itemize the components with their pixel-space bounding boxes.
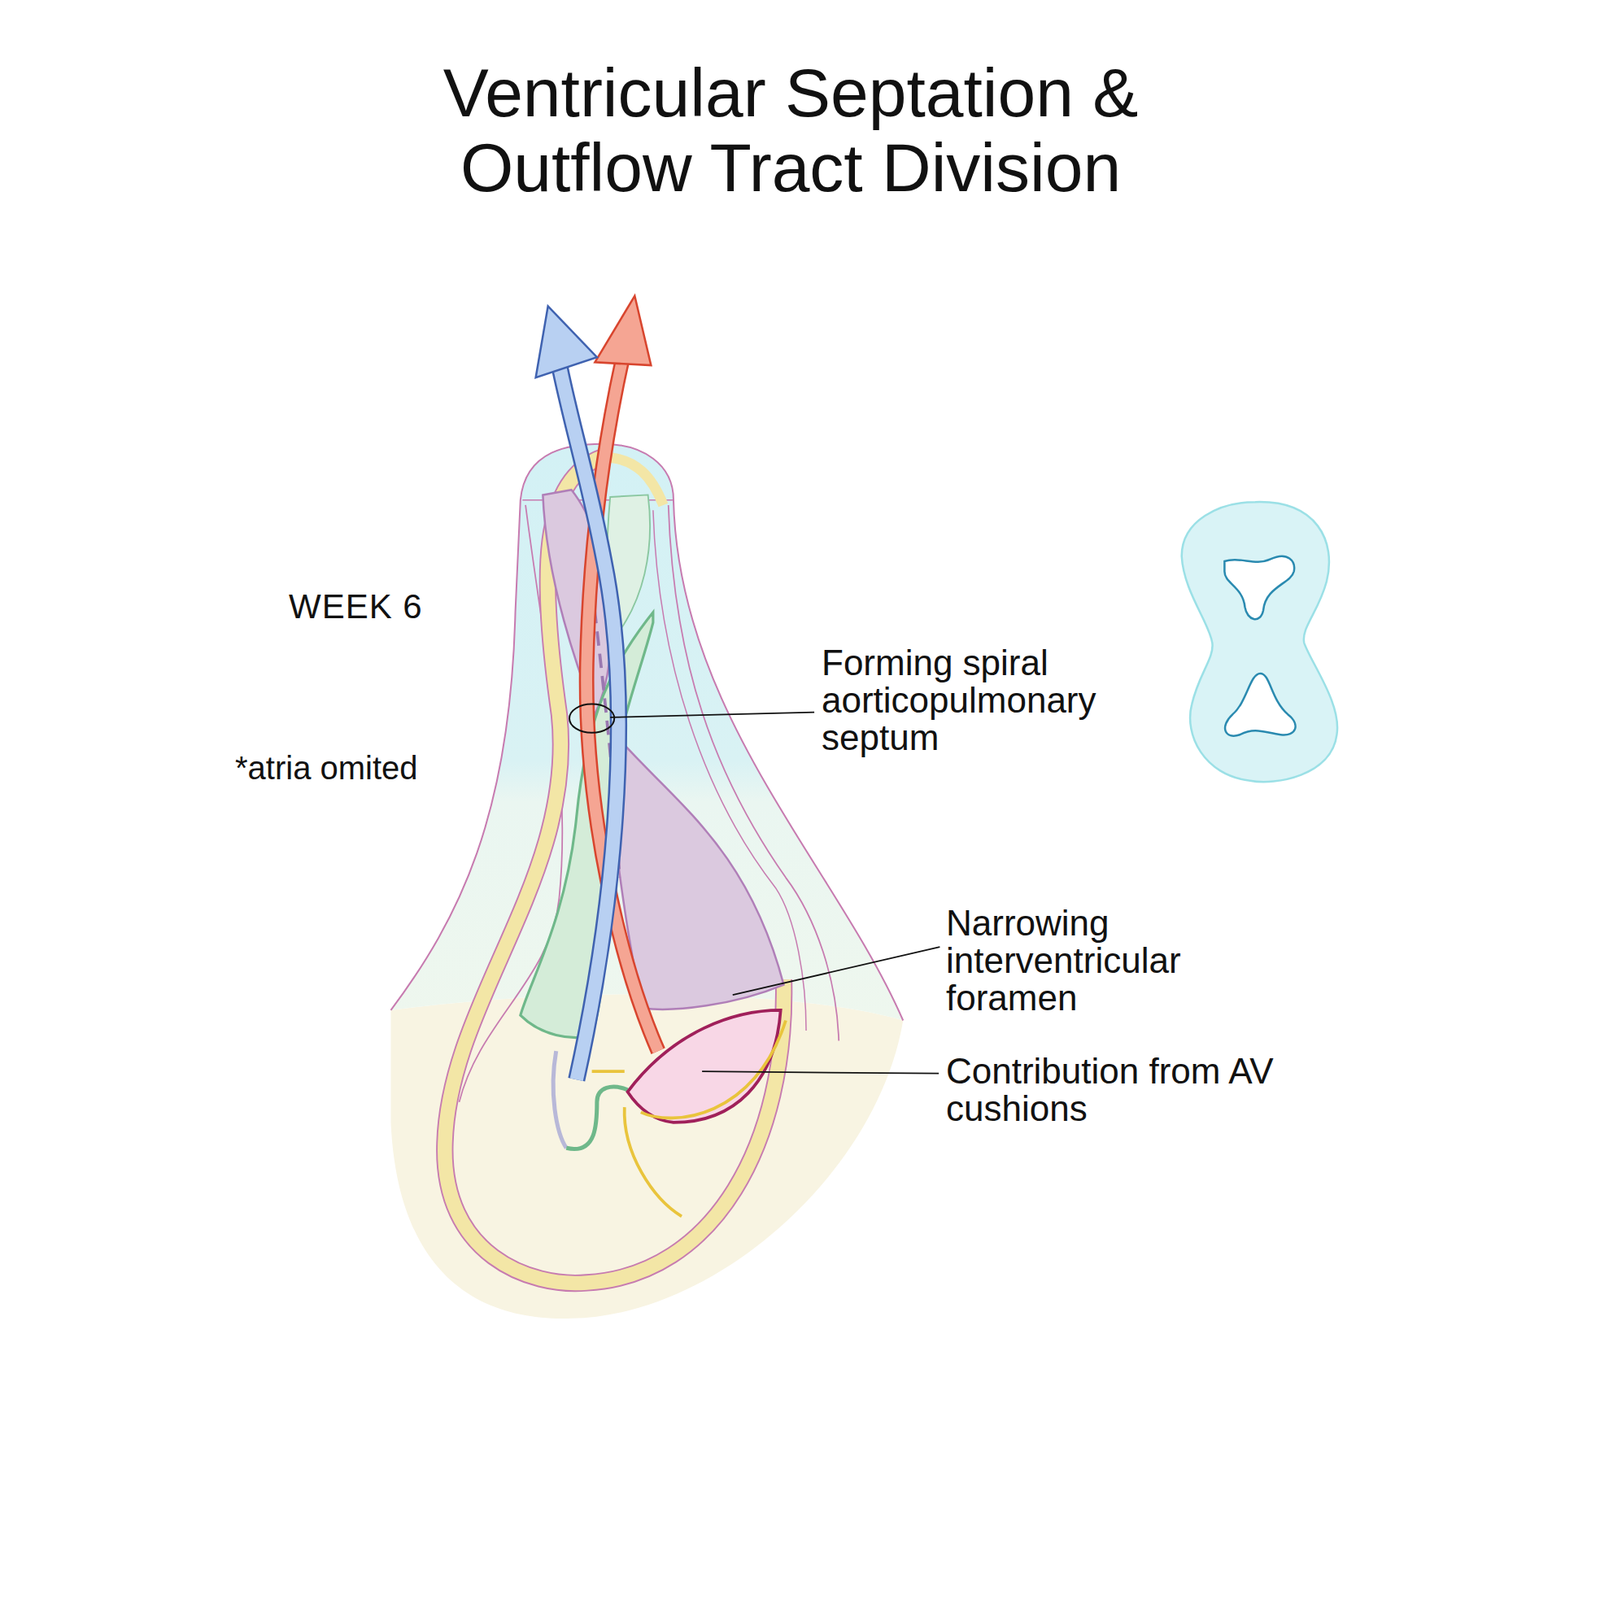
av-cushion	[627, 1010, 781, 1123]
callout-label: Forming spiral aorticopulmonary septum	[821, 644, 1164, 757]
trabecula	[553, 1050, 567, 1148]
note-text: *atria omited	[235, 749, 577, 787]
leader-line	[732, 946, 941, 995]
vessel-lumen	[1225, 673, 1295, 737]
callout-ring	[569, 704, 615, 733]
pulmonary-flow-arrow	[558, 359, 619, 1081]
callout-label: Contribution from AV cushions	[946, 1052, 1288, 1128]
pulmonary-flow-arrow	[558, 359, 619, 1081]
stage-label: WEEK 6	[288, 587, 631, 627]
diagram-title: Ventricular Septation & Outflow Tract Di…	[343, 55, 1239, 205]
arrow-head	[536, 305, 598, 378]
trabecula	[592, 1069, 625, 1073]
arrow-head	[594, 296, 651, 366]
av-cushion-rim	[640, 1020, 786, 1119]
leader-line	[701, 1071, 939, 1074]
trabecula	[566, 1086, 628, 1149]
leader-line	[610, 712, 815, 718]
cross-section	[1181, 501, 1338, 782]
callout-label: Narrowing interventricular foramen	[946, 904, 1288, 1017]
vessel-lumen	[1224, 556, 1295, 620]
